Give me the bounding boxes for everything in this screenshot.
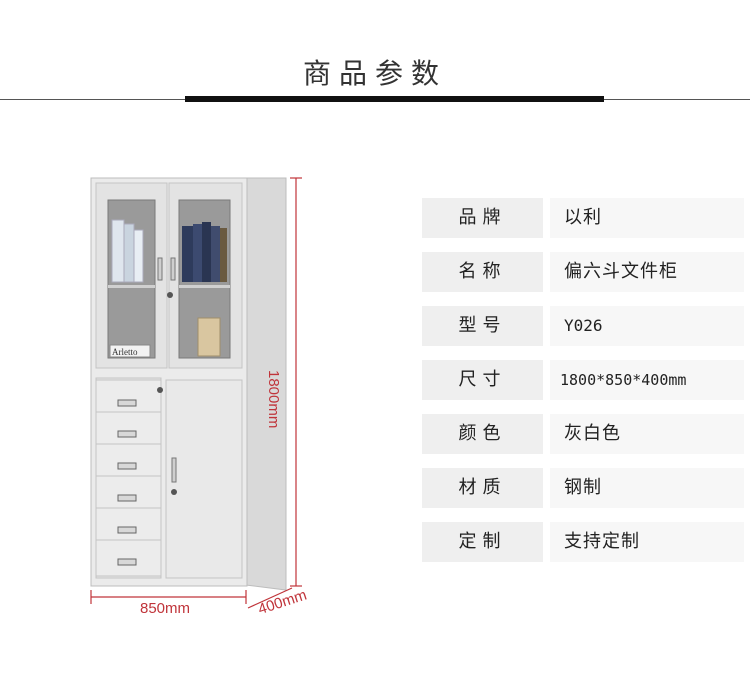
lock-icon — [157, 387, 163, 393]
book — [197, 317, 221, 357]
drawer — [95, 475, 162, 509]
book — [202, 222, 211, 282]
spec-row-size: 尺寸 1800*850*400mm — [422, 360, 744, 400]
drawer-handle — [117, 462, 137, 470]
book — [123, 223, 135, 283]
door-handle — [157, 257, 163, 281]
spec-row-name: 名称 偏六斗文件柜 — [422, 252, 744, 292]
spec-value: 灰白色 — [550, 414, 744, 454]
drawer — [95, 443, 162, 477]
spec-value: 以利 — [550, 198, 744, 238]
spec-value: 偏六斗文件柜 — [550, 252, 744, 292]
book — [211, 226, 220, 282]
drawer — [95, 507, 162, 541]
spec-label: 定制 — [422, 522, 543, 562]
spec-row-model: 型号 Y026 — [422, 306, 744, 346]
book — [182, 226, 193, 282]
drawer — [95, 379, 162, 413]
book — [133, 229, 144, 283]
door-handle — [170, 257, 176, 281]
height-dimension-label: 1800mm — [265, 370, 282, 429]
drawer — [95, 539, 162, 577]
lower-door — [165, 379, 243, 579]
lock-icon — [171, 489, 177, 495]
lock-icon — [167, 292, 173, 298]
spec-label: 材质 — [422, 468, 543, 508]
drawer-handle — [117, 526, 137, 534]
cabinet-illustration: Arletto — [90, 177, 302, 609]
spec-value: Y026 — [550, 306, 744, 346]
book — [111, 219, 125, 283]
spec-label: 尺寸 — [422, 360, 543, 400]
spec-label: 品牌 — [422, 198, 543, 238]
width-dimension-label: 850mm — [140, 600, 191, 617]
drawer-handle — [117, 494, 137, 502]
spec-row-material: 材质 钢制 — [422, 468, 744, 508]
door-handle — [171, 457, 177, 483]
title-divider-thick — [185, 96, 604, 102]
spec-table: 品牌 以利 名称 偏六斗文件柜 型号 Y026 尺寸 1800*850*400m… — [422, 198, 744, 576]
spec-label: 型号 — [422, 306, 543, 346]
spec-label: 名称 — [422, 252, 543, 292]
drawer-handle — [117, 399, 137, 407]
spec-row-brand: 品牌 以利 — [422, 198, 744, 238]
spec-value: 钢制 — [550, 468, 744, 508]
book — [220, 228, 227, 282]
drawer-handle — [117, 430, 137, 438]
spec-value: 1800*850*400mm — [550, 360, 744, 400]
spec-label: 颜色 — [422, 414, 543, 454]
drawer — [95, 411, 162, 445]
spec-value: 支持定制 — [550, 522, 744, 562]
page-title: 商品参数 — [302, 57, 447, 90]
book-label: Arletto — [112, 347, 138, 357]
spec-row-custom: 定制 支持定制 — [422, 522, 744, 562]
book — [193, 224, 202, 282]
spec-row-color: 颜色 灰白色 — [422, 414, 744, 454]
drawer-handle — [117, 558, 137, 566]
